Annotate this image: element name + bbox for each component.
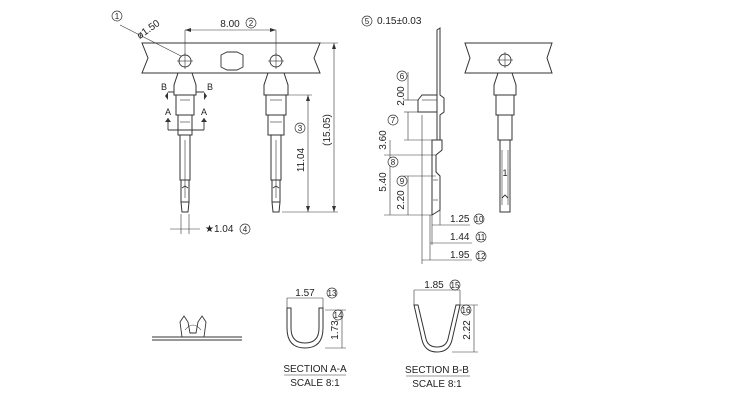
- terminal-right-view: 1: [464, 42, 553, 213]
- dim-pitch: 8.00 2: [184, 17, 277, 54]
- dim-2-00: 6 2.00: [396, 70, 418, 106]
- dim-terminal-length: 3 11.04: [282, 94, 312, 213]
- balloon-14: 14: [334, 311, 343, 320]
- svg-text:3.60: 3.60: [378, 130, 389, 150]
- balloon-9: 9: [400, 177, 405, 186]
- section-a-scale: SCALE 8:1: [290, 378, 340, 389]
- pitch-label: 8.00: [220, 19, 240, 30]
- overall-length-label: (15.05): [322, 114, 333, 146]
- svg-text:1.95: 1.95: [450, 250, 470, 261]
- dim-horizontal-stack: 1.25 10 1.44 11 1.95 12: [421, 115, 487, 264]
- terminal-side-view: [417, 27, 445, 260]
- balloon-6: 6: [400, 72, 405, 81]
- dim-3-60: 7 3.60: [378, 111, 432, 150]
- section-marker-a: A A: [165, 107, 207, 131]
- cross-section-small: [152, 315, 242, 341]
- svg-text:2.22: 2.22: [462, 320, 473, 340]
- balloon-7: 7: [391, 116, 396, 125]
- carrier-strip-front: [141, 42, 321, 74]
- balloon-3: 3: [298, 124, 303, 133]
- dim-5-40: 8 5.40: [378, 140, 432, 216]
- svg-text:1.57: 1.57: [295, 288, 315, 299]
- svg-text:2.20: 2.20: [396, 190, 407, 210]
- section-a-title: SECTION A-A: [283, 364, 347, 375]
- section-a-a: 1.57 13 1.73 14 SECTION A-A SCALE 8:1: [283, 287, 347, 389]
- svg-text:1.25: 1.25: [450, 214, 470, 225]
- balloon-5: 5: [365, 17, 370, 26]
- balloon-16: 16: [462, 306, 471, 315]
- dim-terminal-width: ★1.04 4: [170, 214, 251, 235]
- svg-text:1.44: 1.44: [450, 232, 470, 243]
- balloon-12: 12: [477, 252, 486, 261]
- section-b-b: 1.85 15 2.22 16 SECTION B-B SCALE 8:1: [405, 279, 478, 390]
- balloon-15: 15: [451, 281, 460, 290]
- thickness-label: 0.15±0.03: [377, 16, 422, 27]
- balloon-8: 8: [391, 158, 396, 167]
- balloon-4: 4: [243, 225, 248, 234]
- section-b-scale: SCALE 8:1: [412, 379, 462, 390]
- terminal-front-left: [173, 72, 197, 213]
- balloon-10: 10: [475, 215, 484, 224]
- svg-text:B: B: [207, 82, 213, 92]
- svg-text:B: B: [161, 82, 167, 92]
- svg-text:A: A: [201, 107, 207, 117]
- dim-thickness: 5 0.15±0.03: [361, 15, 422, 27]
- dim-overall-length: (15.05): [312, 42, 338, 213]
- balloon-2: 2: [249, 19, 254, 28]
- svg-text:A: A: [165, 107, 171, 117]
- svg-text:1.85: 1.85: [424, 280, 444, 291]
- pin-number-label: 1: [502, 168, 507, 178]
- section-b-title: SECTION B-B: [405, 365, 469, 376]
- dim-2-20: 9 2.20: [396, 175, 436, 215]
- width-label: ★1.04: [205, 224, 234, 235]
- terminal-front-right: [263, 72, 289, 213]
- hole-diameter-label: ø1.50: [135, 18, 163, 42]
- svg-text:5.40: 5.40: [378, 172, 389, 192]
- terminal-length-label: 11.04: [296, 147, 307, 172]
- svg-text:1.73: 1.73: [330, 320, 341, 340]
- balloon-1: 1: [115, 12, 120, 21]
- svg-text:2.00: 2.00: [396, 86, 407, 106]
- balloon-11: 11: [477, 233, 486, 242]
- balloon-13: 13: [328, 289, 337, 298]
